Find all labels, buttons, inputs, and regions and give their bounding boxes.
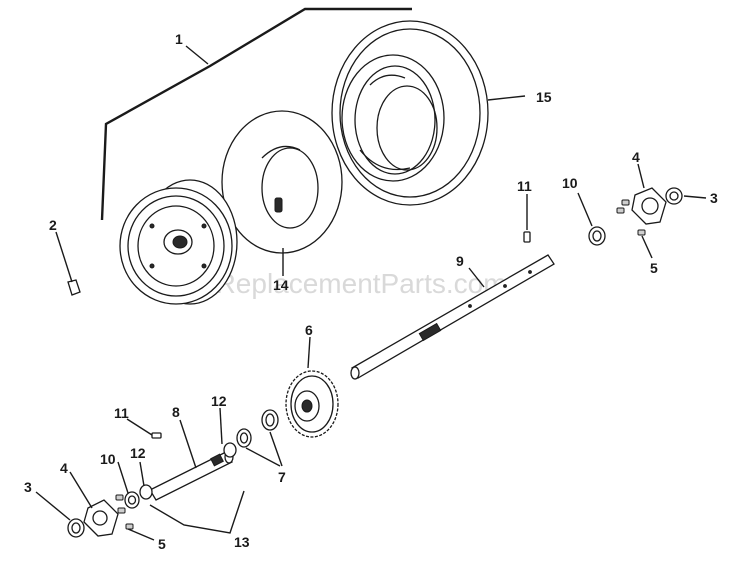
callout-10-left: 10 — [100, 451, 116, 467]
callout-7: 7 — [278, 469, 286, 485]
callout-5-left: 5 — [158, 536, 166, 552]
callout-labels: 1 2 3 3 4 4 5 5 6 7 8 9 10 10 11 11 12 1… — [24, 31, 718, 552]
hub-part-4-right — [631, 187, 667, 225]
hub-part-4-left — [83, 499, 119, 537]
key-part-11-left — [151, 432, 162, 439]
callout-4-left: 4 — [60, 460, 68, 476]
callout-1: 1 — [175, 31, 183, 47]
callout-15: 15 — [536, 89, 552, 105]
bushing-part-10-right — [588, 226, 606, 246]
clip-part-2 — [67, 279, 81, 296]
callout-9: 9 — [456, 253, 464, 269]
key-part-11-right — [523, 231, 531, 243]
callout-14: 14 — [273, 277, 289, 293]
gear-part-6 — [285, 370, 339, 438]
axle-part-9 — [350, 254, 555, 380]
callout-11-right: 11 — [517, 178, 532, 194]
washer-part-3-left — [67, 518, 85, 538]
screws-part-5-left — [115, 494, 134, 530]
bushing-part-12-upper — [223, 442, 237, 458]
leader-lines — [35, 45, 707, 541]
wheel-rim — [119, 179, 238, 305]
screws-part-5-right — [616, 199, 646, 236]
washer-part-3-right — [665, 187, 683, 205]
shaft-part-8 — [149, 450, 234, 501]
callout-8: 8 — [172, 404, 180, 420]
callout-11-left: 11 — [114, 405, 129, 421]
watermark-text: eReplacementParts.com — [200, 268, 507, 299]
callout-4-right: 4 — [632, 149, 640, 165]
washers-part-7 — [236, 409, 279, 448]
callout-3-right: 3 — [710, 190, 718, 206]
callout-12-upper: 12 — [211, 393, 227, 409]
callout-13: 13 — [234, 534, 250, 550]
callout-12-lower: 12 — [130, 445, 146, 461]
callout-2: 2 — [49, 217, 57, 233]
callout-3-left: 3 — [24, 479, 32, 495]
bushing-part-12-lower — [139, 484, 153, 500]
inner-tube-part-14 — [221, 110, 343, 254]
callout-6: 6 — [305, 322, 313, 338]
tire-part-15 — [331, 20, 489, 206]
bushing-part-10-left — [124, 491, 140, 509]
callout-5-right: 5 — [650, 260, 658, 276]
callout-10-right: 10 — [562, 175, 578, 191]
assembly-1-bracket — [100, 7, 412, 221]
